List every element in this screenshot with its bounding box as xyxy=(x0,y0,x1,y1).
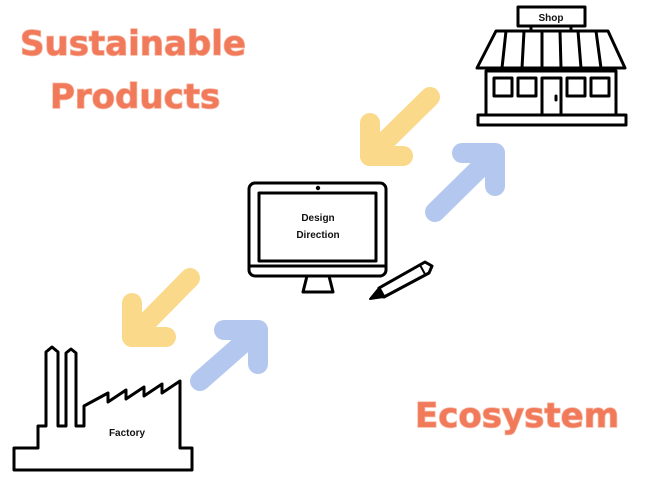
arrow-from-shop xyxy=(360,87,440,166)
shop-label: Shop xyxy=(539,13,564,24)
monitor-label-line1: Design xyxy=(301,213,334,224)
monitor-icon xyxy=(247,181,388,294)
arrow-to-shop xyxy=(425,143,505,222)
arrow-from-monitor xyxy=(122,268,200,347)
arrow-to-monitor xyxy=(190,320,268,391)
title-products: Products xyxy=(50,77,220,117)
title-ecosystem: Ecosystem xyxy=(415,396,619,436)
title-sustainable: Sustainable xyxy=(20,24,246,64)
factory-label: Factory xyxy=(109,428,146,439)
shop-icon xyxy=(475,5,628,127)
monitor-label-line2: Direction xyxy=(296,230,339,241)
factory-icon xyxy=(12,345,194,472)
pencil-icon xyxy=(369,260,434,300)
